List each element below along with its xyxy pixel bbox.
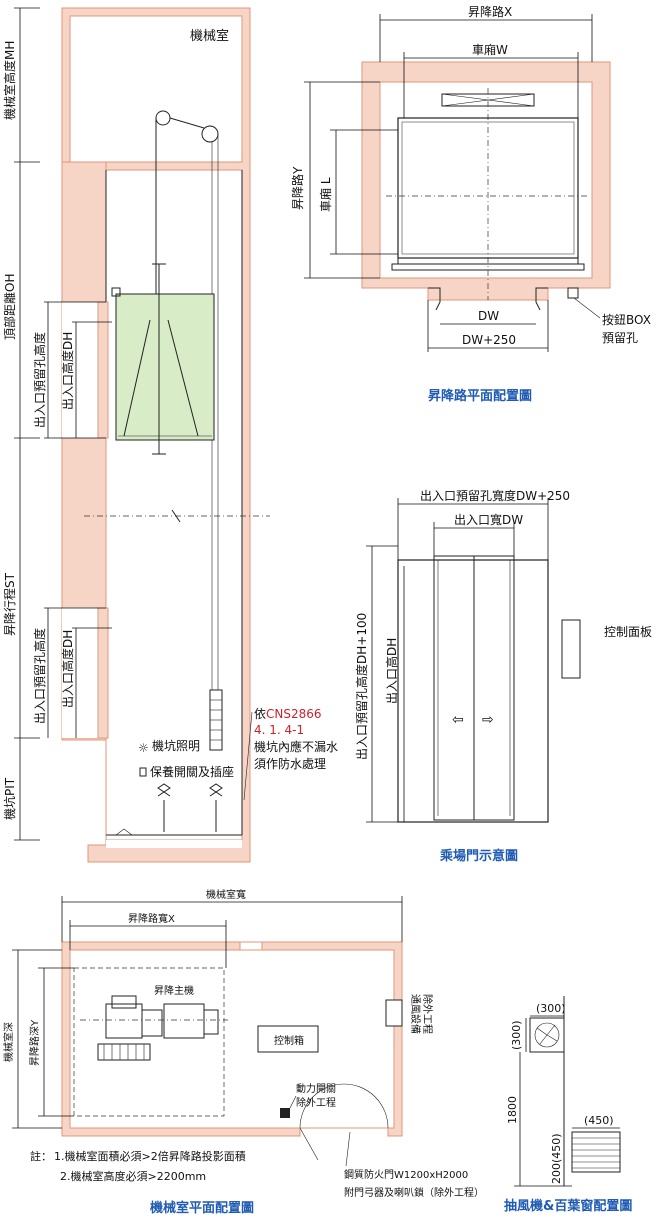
- landing-door-view: ⇦ ⇨ 控制面板 出入口預留孔寬度DW+250 出入口寬DW 出入口預留孔高度D…: [354, 488, 652, 864]
- hoistway-plan: 昇降路X 車廂W 昇降路Y 車廂 L DW DW+250 按鈕BOX 預留孔 昇…: [290, 4, 651, 404]
- cns-clause: 4. 1. 4-1: [254, 723, 304, 737]
- power-switch: [280, 1108, 290, 1118]
- rough-opening-height-lower: 出入口預留孔高度: [32, 628, 47, 724]
- entrance-door-height-label: 出入口高DH: [384, 638, 399, 704]
- control-cabinet: [257, 1025, 319, 1053]
- control-panel-label: 控制面板: [604, 625, 652, 639]
- car-depth-label: 車廂 L: [319, 177, 333, 212]
- button-box: [567, 287, 579, 299]
- reserve-hole-label: 預留孔: [602, 331, 638, 345]
- fan-mount-height-label: 1800: [506, 1096, 519, 1124]
- machine-room-plan-title: 機械室平面配置圖: [150, 1200, 254, 1216]
- power-switch-label-1: 動力開關: [296, 1082, 336, 1095]
- elevator-car: [115, 293, 215, 441]
- note-2: 2.機械室高度必須>2200mm: [60, 1169, 206, 1183]
- fire-door-label-1: 鋼質防火門W1200xH2000: [344, 1168, 468, 1181]
- fan-louver-view: (300) (300) (450) 1800 200(450) 抽風機&百葉窗配…: [504, 996, 632, 1214]
- landing-door-title: 乘場門示意圖: [439, 848, 518, 864]
- hoistway-depth-y-label: 昇降路深Y: [28, 1019, 41, 1066]
- hoistway-depth-label: 昇降路Y: [290, 166, 305, 210]
- cns-code: CNS2866: [266, 707, 322, 721]
- door-right-arrow-icon: ⇨: [482, 712, 494, 728]
- louver-height-label: 200(450): [550, 1133, 563, 1184]
- pit-switch-label: 保養開關及插座: [150, 764, 234, 779]
- rough-width-label: 出入口預留孔寬度DW+250: [420, 488, 570, 503]
- waterproof-note-2: 須作防水處理: [254, 756, 326, 771]
- cns-prefix: 依: [254, 706, 266, 721]
- hoistway-width-x-label: 昇降路寬X: [128, 912, 175, 925]
- power-switch-label-2: 除外工程: [296, 1096, 336, 1109]
- entrance-width-label: 出入口寬DW: [454, 512, 523, 527]
- exhaust-fan-icon: [529, 1017, 565, 1053]
- pit-light-icon: ☼: [138, 741, 149, 755]
- rough-height-label: 出入口預留孔高度DH+100: [354, 613, 369, 760]
- pit-label: 機坑PIT: [2, 777, 17, 820]
- note-prefix: 註：: [30, 1150, 52, 1163]
- note-1: 1.機械室面積必須>2倍昇降路投影面積: [54, 1149, 246, 1163]
- rough-opening-height-upper: 出入口預留孔高度: [32, 332, 47, 428]
- door-width-label: DW: [478, 309, 499, 323]
- hoistway-width-label: 昇降路X: [468, 4, 512, 19]
- travel-label: 昇降行程ST: [2, 572, 17, 636]
- traction-machine-label: 昇降主機: [154, 984, 194, 997]
- outlet-icon: [139, 767, 147, 777]
- car-width-label: 車廂W: [472, 43, 508, 57]
- elevator-section-view: 機械室 ☼ 機坑照明 保養開關及插座: [2, 7, 338, 863]
- fan-height-label: (300): [510, 1020, 523, 1050]
- machine-room-height-label: 機械室高度MH: [2, 41, 17, 120]
- ventilation-label-2: 除外工程: [421, 994, 434, 1034]
- room-depth-label: 機械室深: [2, 1022, 15, 1062]
- machine-room-label: 機械室: [190, 28, 229, 44]
- fan-width-label: (300): [536, 1002, 566, 1015]
- top-clearance-label: 頂部距離OH: [2, 274, 17, 340]
- fire-door-label-2: 附門弓器及喇叭鎖（除外工程）: [344, 1186, 484, 1199]
- machine-room-plan: 昇降主機 控制箱 通風設備 除外工程 動力開關 除外工程 機械室寬 昇降路寬X …: [2, 888, 484, 1216]
- button-box-label: 按鈕BOX: [602, 313, 651, 327]
- fan-louver-title: 抽風機&百葉窗配置圖: [504, 1198, 632, 1214]
- ventilation-label-1: 通風設備: [409, 994, 422, 1034]
- door-left-arrow-icon: ⇦: [452, 712, 464, 728]
- entrance-height-upper: 出入口高度DH: [60, 332, 75, 410]
- pit-light-label: 機坑照明: [152, 738, 200, 753]
- louver-width-label: (450): [584, 1114, 614, 1127]
- entrance-height-lower: 出入口高度DH: [60, 630, 75, 708]
- louver-icon: [571, 1131, 621, 1173]
- hoistway-plan-title: 昇降路平面配置圖: [428, 388, 532, 404]
- rough-door-width-label: DW+250: [462, 333, 516, 347]
- control-cabinet-label: 控制箱: [274, 1034, 304, 1047]
- room-width-label: 機械室寬: [206, 888, 246, 901]
- control-panel: [561, 619, 581, 679]
- waterproof-note-1: 機坑內應不漏水: [254, 739, 338, 754]
